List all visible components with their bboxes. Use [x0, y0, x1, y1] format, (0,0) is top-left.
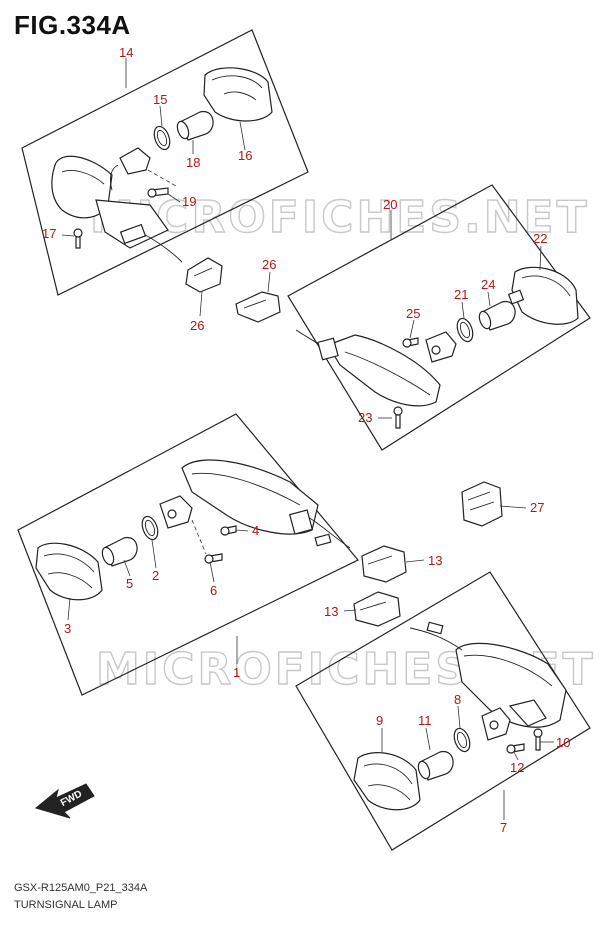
socket-14 — [119, 147, 151, 175]
housing-1 — [181, 459, 319, 535]
callout-14: 14 — [119, 45, 133, 60]
assembly-group-7: 9 11 8 10 12 7 — [295, 571, 591, 851]
callout-21: 21 — [454, 287, 468, 302]
callout-13-b: 13 — [324, 604, 338, 619]
callout-24: 24 — [481, 277, 495, 292]
callout-7: 7 — [500, 820, 507, 835]
part-13-group: 13 13 — [324, 545, 442, 627]
clip-26-upper — [185, 257, 223, 293]
callout-20: 20 — [383, 197, 397, 212]
footer-part-name: TURNSIGNAL LAMP — [14, 899, 118, 911]
callout-22: 22 — [533, 231, 547, 246]
clip-13-upper — [361, 545, 407, 583]
clip-26-lower — [235, 291, 281, 323]
clip-13-lower — [353, 591, 401, 627]
callout-3: 3 — [64, 621, 71, 636]
callout-16: 16 — [238, 148, 252, 163]
screw-23 — [395, 413, 401, 429]
callout-13-a: 13 — [428, 553, 442, 568]
callout-15: 15 — [153, 92, 167, 107]
gasket-8 — [453, 727, 471, 753]
housing-20 — [327, 334, 441, 407]
gasket-2 — [141, 515, 159, 541]
callout-25: 25 — [406, 306, 420, 321]
callout-26-b: 26 — [190, 318, 204, 333]
gasket-15 — [153, 125, 171, 151]
bracket-14 — [95, 199, 169, 249]
group-20-frame — [287, 184, 591, 451]
callout-8: 8 — [454, 692, 461, 707]
callout-23: 23 — [358, 410, 372, 425]
lens-3 — [35, 542, 103, 601]
callout-17: 17 — [42, 226, 56, 241]
lens-22 — [511, 266, 579, 325]
watermark-top: MICROFICHES.NET — [90, 192, 590, 243]
group-7-frame — [295, 571, 591, 851]
callout-26-a: 26 — [262, 257, 276, 272]
group-14-frame — [21, 29, 309, 296]
screw-17 — [75, 235, 81, 249]
figure-title: FIG.334A — [14, 10, 131, 40]
assembly-group-1: 4 2 5 6 3 1 — [17, 413, 359, 696]
callout-9: 9 — [376, 713, 383, 728]
clip-26-group: 26 26 — [185, 257, 281, 333]
footer-model-code: GSX-R125AM0_P21_334A — [14, 882, 148, 894]
callout-2: 2 — [152, 568, 159, 583]
callout-6: 6 — [210, 583, 217, 598]
callout-27: 27 — [530, 500, 544, 515]
callout-4: 4 — [252, 523, 259, 538]
part-27-group: 27 — [461, 481, 544, 527]
callout-18: 18 — [186, 155, 200, 170]
callout-11: 11 — [418, 713, 432, 728]
lens-16 — [203, 67, 273, 122]
callout-10: 10 — [556, 735, 570, 750]
assembly-group-20: 20 22 21 24 25 23 — [287, 184, 591, 451]
group-1-frame — [17, 413, 359, 696]
screw-10 — [535, 735, 541, 751]
callout-5: 5 — [126, 576, 133, 591]
socket-20 — [425, 331, 457, 363]
gasket-21 — [456, 317, 474, 343]
fwd-arrow: FWD — [34, 783, 95, 819]
callout-19: 19 — [182, 194, 196, 209]
callout-12: 12 — [510, 760, 524, 775]
assembly-group-14: 14 15 18 16 19 17 — [21, 29, 309, 296]
grommet-27 — [461, 481, 503, 527]
lens-9 — [353, 752, 421, 811]
callout-1: 1 — [233, 665, 240, 680]
